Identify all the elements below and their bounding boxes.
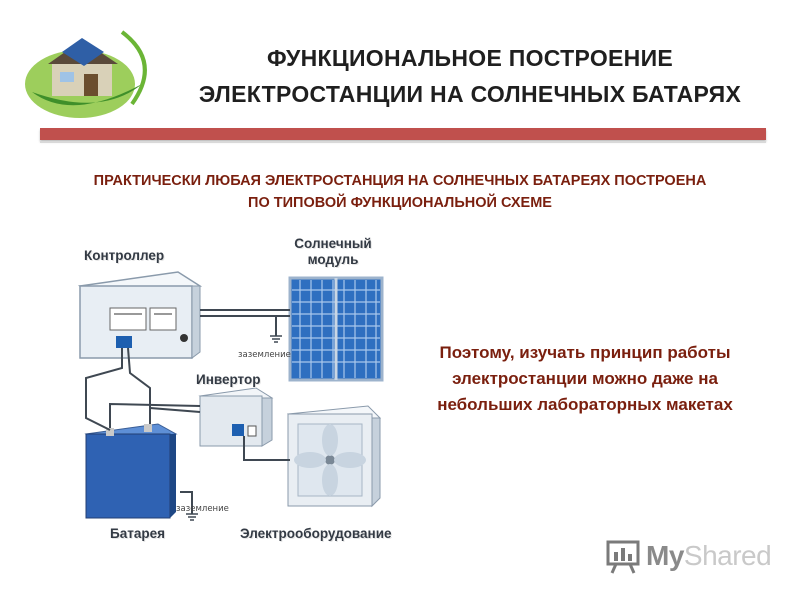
watermark-brand-light: Shared: [683, 540, 772, 571]
subtitle-line-2: ПО ТИПОВОЙ ФУНКЦИОНАЛЬНОЙ СХЕМЕ: [248, 195, 552, 211]
watermark-brand-dark: My: [646, 540, 684, 571]
title-divider: [40, 128, 766, 143]
title-line-2: ЭЛЕКТРОСТАНЦИИ НА СОЛНЕЧНЫХ БАТАРЯХ: [198, 81, 742, 107]
diagram-graphic: [77, 271, 384, 521]
house-logo-icon: [25, 30, 147, 118]
equipment-label: Электрооборудование: [240, 526, 392, 541]
solar-station-diagram: Контроллер Солнечный модуль заземление И…: [50, 228, 410, 558]
controller-icon: [77, 271, 203, 359]
solar-module-label-line-1: Солнечный: [294, 236, 372, 251]
side-text-line-3: небольших лабораторных макетах: [437, 395, 733, 414]
ground-symbols: [186, 335, 282, 521]
page-title: ФУНКЦИОНАЛЬНОЕ ПОСТРОЕНИЕ ЭЛЕКТРОСТАНЦИИ…: [150, 40, 790, 112]
watermark-text: MyShared: [646, 540, 772, 572]
title-line-1: ФУНКЦИОНАЛЬНОЕ ПОСТРОЕНИЕ: [266, 45, 674, 71]
side-text-line-1: Поэтому, изучать принцип работы: [439, 343, 731, 362]
controller-label: Контроллер: [84, 248, 165, 263]
wires: [85, 309, 290, 514]
battery-label: Батарея: [110, 526, 165, 541]
subtitle: ПРАКТИЧЕСКИ ЛЮБАЯ ЭЛЕКТРОСТАНЦИЯ НА СОЛН…: [20, 170, 780, 214]
battery-icon: [84, 423, 178, 519]
subtitle-line-1: ПРАКТИЧЕСКИ ЛЮБАЯ ЭЛЕКТРОСТАНЦИЯ НА СОЛН…: [93, 173, 707, 189]
side-text-line-2: электростанции можно даже на: [452, 369, 718, 388]
solar-module-label-line-2: модуль: [307, 252, 359, 267]
solar-panel-icon: [288, 276, 384, 382]
presentation-board-icon: [606, 540, 640, 574]
fan-icon: [286, 405, 382, 508]
grounding-label-bottom: заземление: [176, 504, 229, 514]
side-explanation: Поэтому, изучать принцип работы электрос…: [405, 340, 765, 418]
inverter-label: Инвертор: [196, 372, 261, 387]
solar-module-label: Солнечный модуль: [290, 236, 376, 268]
grounding-label-top: заземление: [238, 350, 291, 360]
inverter-icon: [198, 387, 274, 447]
